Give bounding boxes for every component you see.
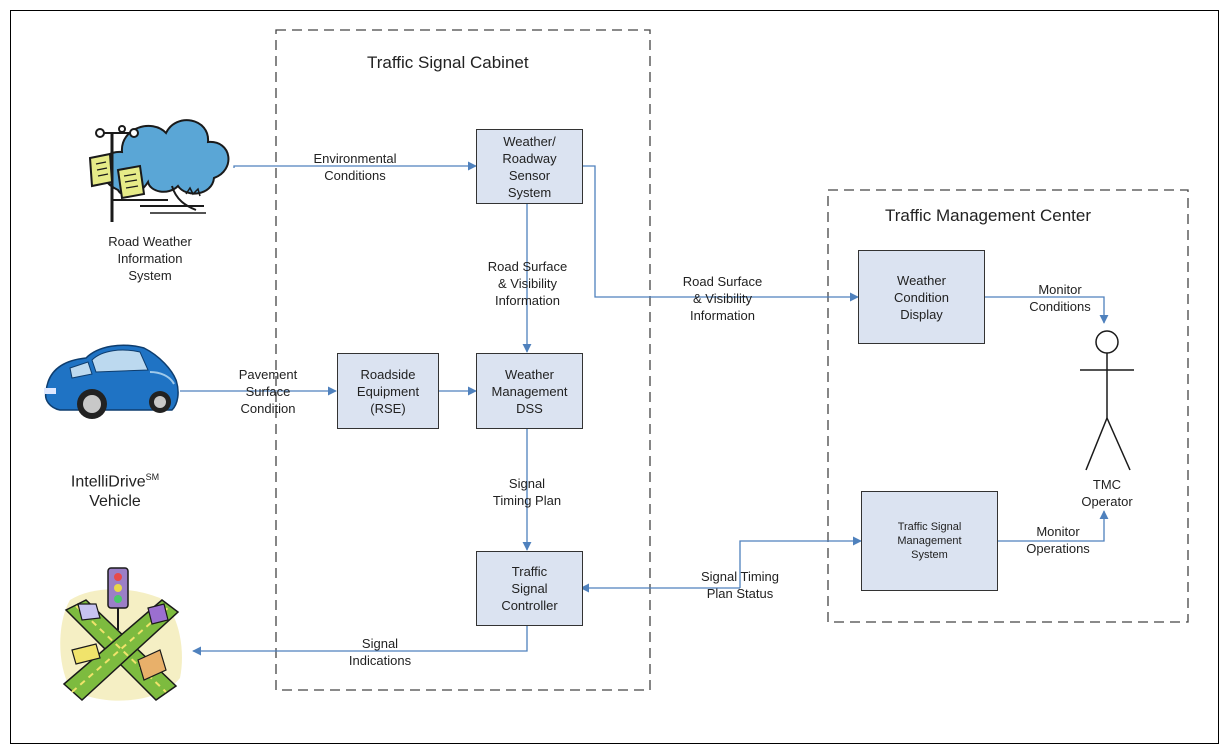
vehicle-line2: Vehicle bbox=[89, 493, 141, 511]
vehicle-name: IntelliDrive bbox=[70, 473, 146, 491]
tmc-boundary bbox=[827, 189, 1189, 623]
arrow-rsvi-outer bbox=[583, 165, 859, 302]
tsms-box[interactable]: Traffic Signal Management System bbox=[861, 491, 998, 591]
indications-label: Signal Indications bbox=[348, 636, 412, 668]
arrow-monitor-cond bbox=[985, 296, 1109, 324]
vehicle-sup: SM bbox=[145, 472, 160, 482]
env-conditions-label: Environmental Conditions bbox=[313, 151, 397, 183]
cabinet-boundary bbox=[275, 29, 651, 691]
intersection-icon bbox=[60, 567, 182, 702]
plan-status-label: Signal Timing Plan Status bbox=[700, 569, 780, 601]
rsvi-inner-label: Road Surface & Visibility Information bbox=[487, 259, 568, 308]
tmc-title: Traffic Management Center bbox=[885, 206, 1091, 225]
rwis-label: Road Weather Information System bbox=[108, 234, 192, 283]
timing-plan-label: Signal Timing Plan bbox=[492, 476, 562, 508]
dss-box[interactable]: Weather Management DSS bbox=[476, 353, 583, 429]
weather-display-box[interactable]: Weather Condition Display bbox=[858, 250, 985, 344]
pavement-label: Pavement Surface Condition bbox=[238, 367, 298, 416]
monitor-conditions-label: Monitor Conditions bbox=[1029, 282, 1091, 314]
stick-figure-icon bbox=[1080, 330, 1134, 471]
arrow-monitor-ops bbox=[998, 510, 1109, 542]
car-icon bbox=[44, 344, 179, 419]
controller-box[interactable]: Traffic Signal Controller bbox=[476, 551, 583, 626]
rsvi-outer-label: Road Surface & Visibility Information bbox=[682, 274, 763, 323]
arrow-env bbox=[233, 161, 477, 171]
rse-box[interactable]: Roadside Equipment (RSE) bbox=[337, 353, 439, 429]
arrow-plan-to-tsms bbox=[739, 536, 862, 588]
sensor-system-box[interactable]: Weather/ Roadway Sensor System bbox=[476, 129, 583, 204]
monitor-operations-label: Monitor Operations bbox=[1026, 524, 1090, 556]
vehicle-label: IntelliDriveSM Vehicle bbox=[40, 467, 190, 512]
weather-station-icon bbox=[88, 119, 230, 222]
cabinet-title: Traffic Signal Cabinet bbox=[367, 53, 529, 72]
operator-label: TMC Operator bbox=[1081, 477, 1133, 509]
outer-frame bbox=[10, 10, 1219, 744]
arrow-indications bbox=[192, 626, 528, 656]
